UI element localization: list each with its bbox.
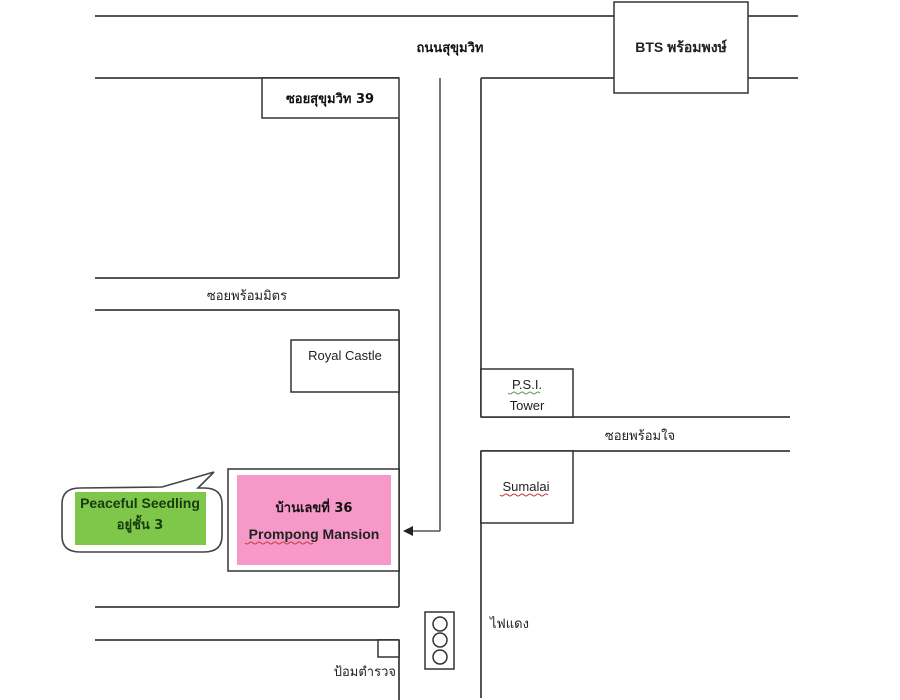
- police-box-label: ป้อมตำรวจ: [334, 665, 396, 680]
- destination-name: Prompong Mansion: [249, 526, 380, 542]
- psi-tower-box: [480, 368, 574, 418]
- soi-39-sign: [261, 77, 400, 119]
- soi-promphong-mit-label: ซอยพร้อมมิตร: [207, 289, 287, 304]
- bts-station-box: [613, 1, 749, 94]
- sumalai-box: [480, 450, 574, 524]
- route-arrow: [403, 78, 441, 536]
- royal-castle-label: Royal Castle: [308, 348, 382, 363]
- destination-building: [237, 475, 391, 565]
- callout-highlight: [75, 492, 206, 545]
- sumalai-label: Sumalai: [503, 479, 550, 494]
- destination-house-number: บ้านเลขที่ 36: [276, 498, 353, 516]
- police-box-marker: [377, 639, 400, 658]
- royal-castle-box: [290, 339, 400, 393]
- sukhumvit-road: [95, 15, 798, 79]
- soi-39-label: ซอยสุขุมวิท 39: [286, 92, 374, 107]
- sukhumvit-road-label: ถนนสุขุมวิท: [417, 41, 484, 56]
- psi-tower-label-line2: Tower: [510, 398, 545, 413]
- soi-39-west-edge: [95, 118, 400, 700]
- soi-promphong-jai-label: ซอยพร้อมใจ: [605, 428, 675, 444]
- psi-tower-label-line1: P.S.I.: [512, 377, 542, 392]
- traffic-light-label: ไฟแดง: [489, 616, 529, 632]
- callout-company-name: Peaceful Seedling: [80, 495, 200, 511]
- traffic-light-icon: [424, 611, 455, 670]
- callout-bubble: Peaceful Seedling อยู่ชั้น 3: [61, 471, 223, 553]
- callout-floor: อยู่ชั้น 3: [117, 514, 164, 533]
- bts-station-label: BTS พร้อมพงษ์: [635, 39, 727, 55]
